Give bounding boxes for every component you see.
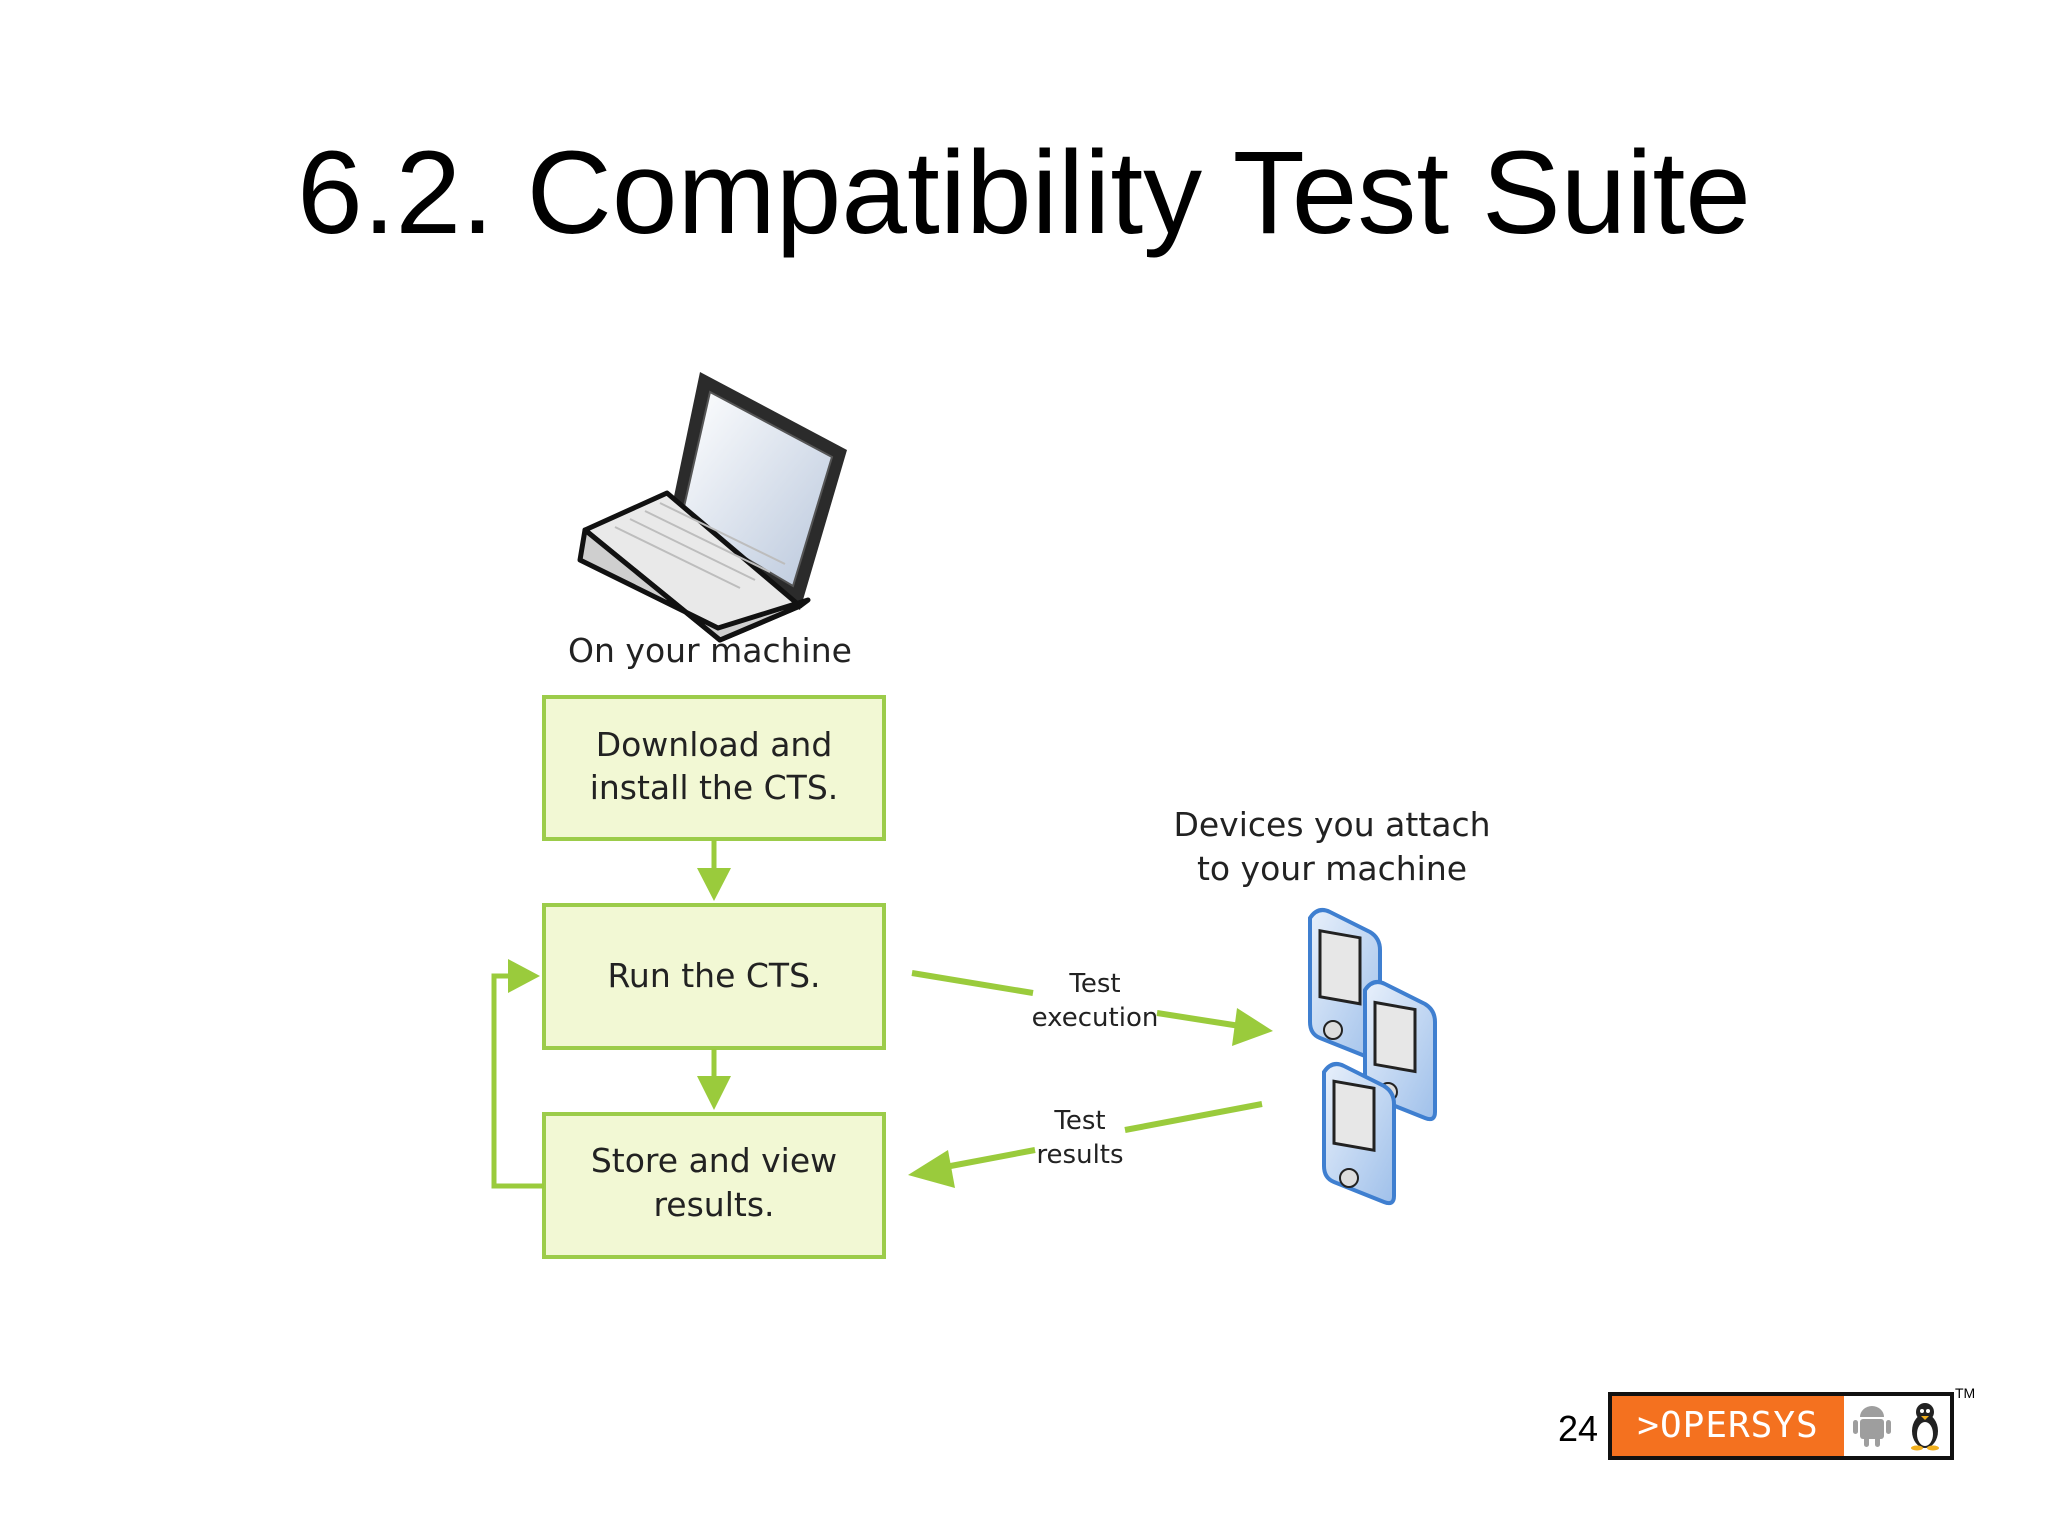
page-number: 24 xyxy=(1557,1408,1598,1449)
device-icon xyxy=(1363,980,1437,1122)
step-store-line-2: results. xyxy=(653,1185,774,1224)
test-execution-label-line-1: Test xyxy=(1068,969,1120,999)
devices-caption-line-2: to your machine xyxy=(1197,849,1467,888)
step-run-box: Run the CTS. xyxy=(542,903,886,1050)
step-download-line-2: install the CTS. xyxy=(590,768,839,807)
laptop-icon xyxy=(577,372,847,643)
test-execution-label-line-2: execution xyxy=(1032,1003,1159,1033)
device-icon xyxy=(1322,1062,1396,1206)
step-store-box: Store and view results. xyxy=(542,1112,886,1259)
test-results-label-line-2: results xyxy=(1036,1140,1123,1170)
arrow-test-execution xyxy=(911,970,1273,1046)
arrow-loop-back xyxy=(491,959,544,1189)
step-download-box: Download and install the CTS. xyxy=(542,695,886,841)
arrow-download-to-run xyxy=(697,840,731,901)
arrow-test-results xyxy=(908,1101,1263,1188)
step-download-line-1: Download and xyxy=(596,725,833,764)
slide-title: 6.2. Compatibility Test Suite xyxy=(297,127,1751,259)
opersys-logo: >OPERSYS xyxy=(1608,1392,1954,1460)
arrow-run-to-store xyxy=(697,1049,731,1110)
opersys-logo-text: >OPERSYS xyxy=(1612,1396,1844,1456)
machine-caption: On your machine xyxy=(568,631,852,670)
android-devices-icon xyxy=(1308,908,1437,1206)
trademark-symbol: TM xyxy=(1955,1385,1976,1401)
linux-penguin-icon xyxy=(1910,1403,1939,1451)
test-results-label-line-1: Test xyxy=(1053,1106,1105,1136)
step-store-line-1: Store and view xyxy=(591,1141,837,1180)
logo-icons xyxy=(1844,1396,1950,1456)
devices-caption-line-1: Devices you attach xyxy=(1173,805,1490,844)
step-run-line-1: Run the CTS. xyxy=(607,956,820,995)
android-icon xyxy=(1852,1406,1891,1447)
